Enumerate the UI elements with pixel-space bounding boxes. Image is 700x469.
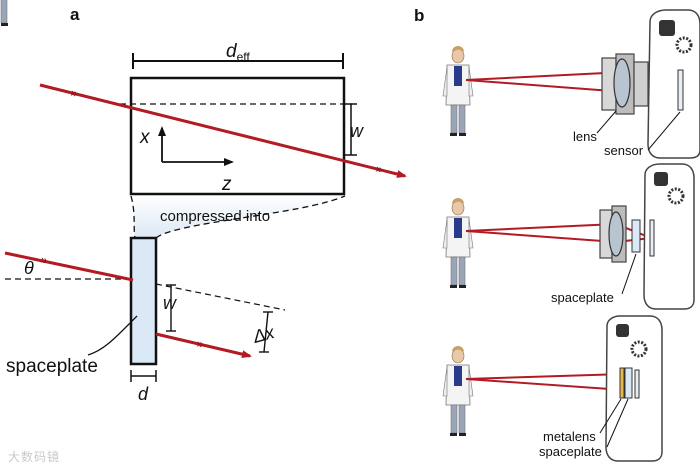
delta-x-label: Δx [250,322,277,347]
camera-middle: spaceplate [442,163,695,310]
spaceplate-label-b: spaceplate [551,290,614,305]
panel-a-label: a [70,5,80,24]
virtual-ray-dashed [155,283,286,311]
ray-top-chevrons: » [69,85,79,100]
sensor-element [677,69,684,111]
w-label-bottom: w [163,293,177,313]
sensor-element [649,219,655,257]
sensor-label: sensor [604,143,644,158]
ray-top [39,83,407,178]
spaceplate-pointer [87,315,138,356]
spaceplate-slab [129,236,158,366]
metalens-label: metalens [543,429,596,444]
shutter-dial-icon [667,187,685,205]
ray-incoming-chevrons: » [39,252,49,267]
x-axis-label: x [139,127,151,148]
w-dimension-top [345,103,357,156]
compressed-into-label: compressed into [160,208,270,225]
theta-label: θ [24,258,34,278]
spaceplate-element [624,367,633,399]
lens-label: lens [573,129,597,144]
spaceplate-label-a: spaceplate [6,356,98,377]
camera-top: lens sensor [442,9,700,159]
delta-x-dimension [259,311,273,353]
d-eff-main: d [226,41,238,62]
camera-bottom-body [605,315,663,462]
free-space-box [129,76,346,196]
d-label: d [138,384,149,404]
w-label-top: w [350,121,364,141]
ray-top-chevrons-out: » [374,161,384,176]
ray-incoming [4,251,134,282]
scientist-figure [0,0,8,26]
ray-outgoing [155,332,252,359]
spaceplate-element [631,219,641,253]
ray-outgoing-chevrons: » [195,336,205,351]
d-eff-dimension [132,53,344,69]
d-eff-label: deff [226,41,250,64]
sensor-element [634,369,640,399]
d-eff-sub: eff [237,50,251,64]
z-axis-label: z [221,174,232,195]
shutter-dial-icon [675,36,693,54]
panel-b-label: b [414,6,424,25]
d-dimension [130,370,157,382]
shutter-dial-icon [630,340,648,358]
spaceplate-label-c: spaceplate [539,444,602,459]
watermark-text: 大数码镜 [8,450,61,464]
lens-element [613,58,631,108]
camera-bottom: metalens spaceplate [442,315,663,462]
lens-element [608,211,624,257]
w-dimension-bottom [166,284,176,332]
metalens-element [619,367,625,399]
